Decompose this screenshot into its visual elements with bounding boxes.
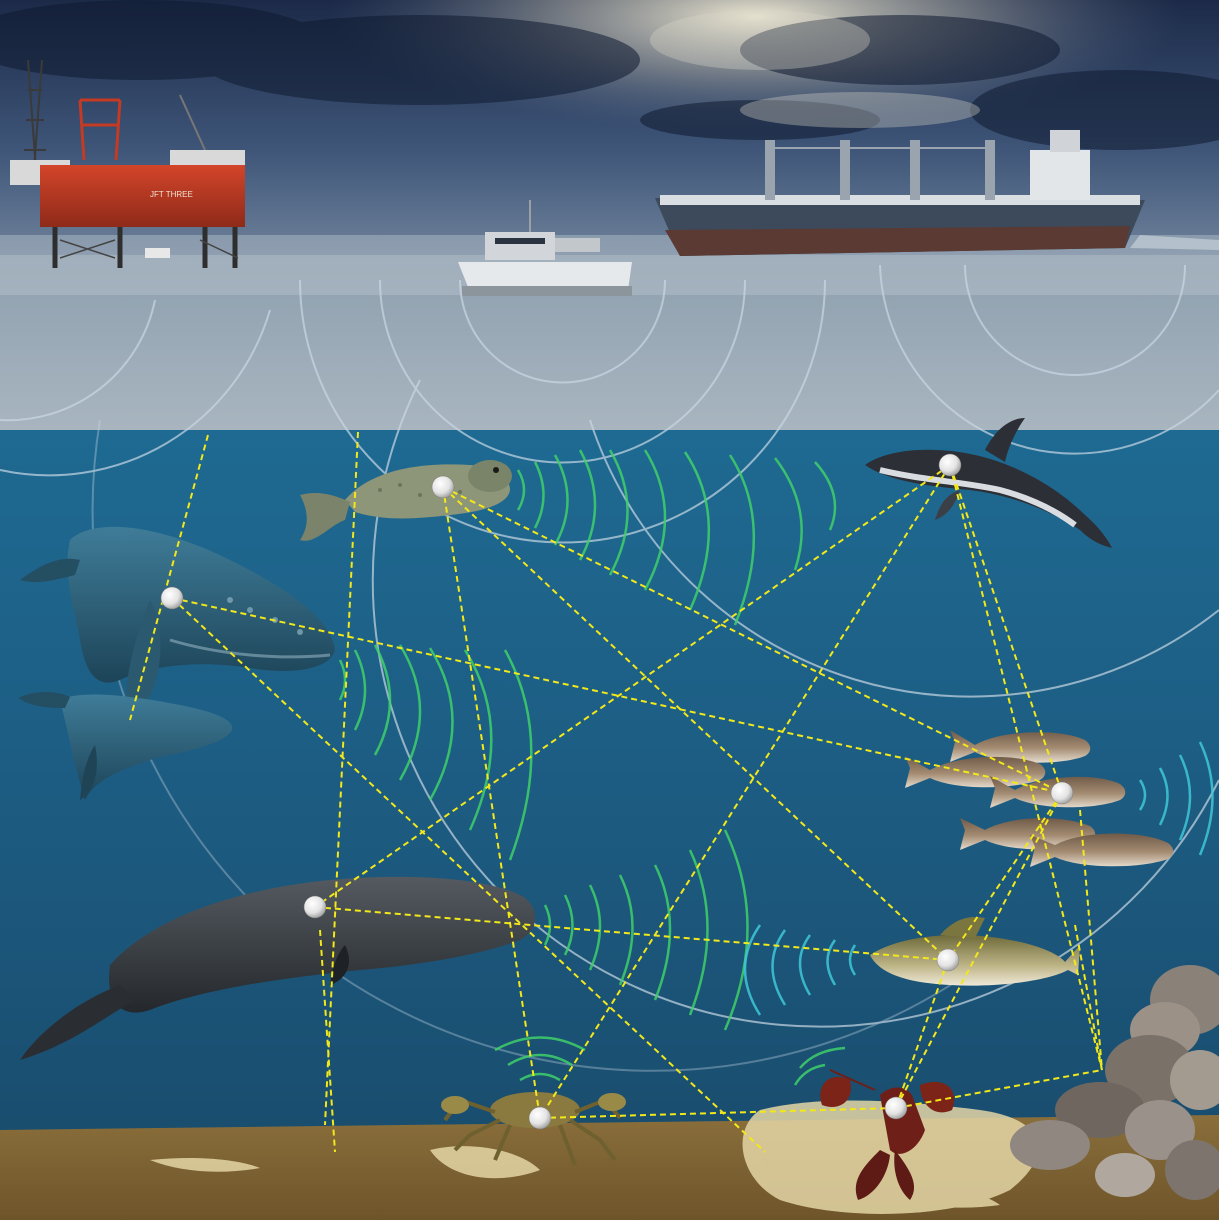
bulk-carrier bbox=[655, 130, 1219, 256]
humpback-whale-calf bbox=[18, 691, 233, 800]
dolphin bbox=[865, 418, 1112, 548]
sound-waves-cod bbox=[743, 924, 857, 1016]
hydrophone-node-seal bbox=[431, 475, 455, 499]
hydrophone-node-cod bbox=[936, 948, 960, 972]
sound-waves-sperm-whale bbox=[543, 829, 749, 1031]
hydrophone-node-lobster bbox=[884, 1096, 908, 1120]
research-catamaran bbox=[458, 200, 632, 296]
network-link-10 bbox=[539, 464, 951, 1119]
network-link-9 bbox=[314, 464, 951, 908]
network-link-13 bbox=[314, 906, 949, 961]
network-link-3 bbox=[319, 929, 336, 1153]
network-link-19 bbox=[1074, 924, 1103, 1071]
hydrophone-node-crab bbox=[528, 1106, 552, 1130]
humpback-whale-adult bbox=[20, 526, 335, 720]
rig-hull-label: JFT THREE bbox=[150, 190, 193, 199]
network-link-7 bbox=[442, 486, 1063, 794]
sperm-whale bbox=[20, 876, 536, 1060]
hydrophone-node-sperm bbox=[303, 895, 327, 919]
hydrophone-node-dolphin bbox=[938, 453, 962, 477]
sound-waves-fish-school bbox=[1138, 741, 1214, 856]
network-link-15 bbox=[895, 1069, 1103, 1109]
network-link-20 bbox=[1079, 809, 1103, 1071]
fish-school bbox=[905, 730, 1174, 867]
network-link-11 bbox=[949, 464, 1063, 794]
sound-waves-crab bbox=[494, 1036, 586, 1082]
sound-waves-humpback bbox=[338, 644, 533, 861]
hydrophone-node-fishschool bbox=[1050, 781, 1074, 805]
sound-waves-seal bbox=[516, 449, 837, 626]
clouds bbox=[0, 0, 1219, 150]
network-link-4 bbox=[171, 597, 1063, 794]
light-clouds bbox=[650, 10, 980, 128]
drilling-rig: JFT THREE bbox=[10, 59, 245, 268]
hydrophone-nodes bbox=[160, 453, 1074, 1130]
sound-waves-lobster bbox=[793, 1046, 846, 1086]
hydrophone-node-humpback bbox=[160, 586, 184, 610]
seal bbox=[300, 460, 512, 541]
network-link-16 bbox=[947, 792, 1063, 961]
network-link-2 bbox=[324, 431, 359, 1126]
network-link-18 bbox=[895, 959, 949, 1109]
rocks bbox=[1010, 965, 1219, 1200]
cod bbox=[870, 916, 1080, 986]
network-link-5 bbox=[171, 597, 766, 1153]
network-link-8 bbox=[442, 486, 949, 961]
network-link-6 bbox=[442, 486, 541, 1119]
hydrophone-network bbox=[129, 431, 1103, 1153]
network-link-12 bbox=[949, 464, 1103, 1071]
